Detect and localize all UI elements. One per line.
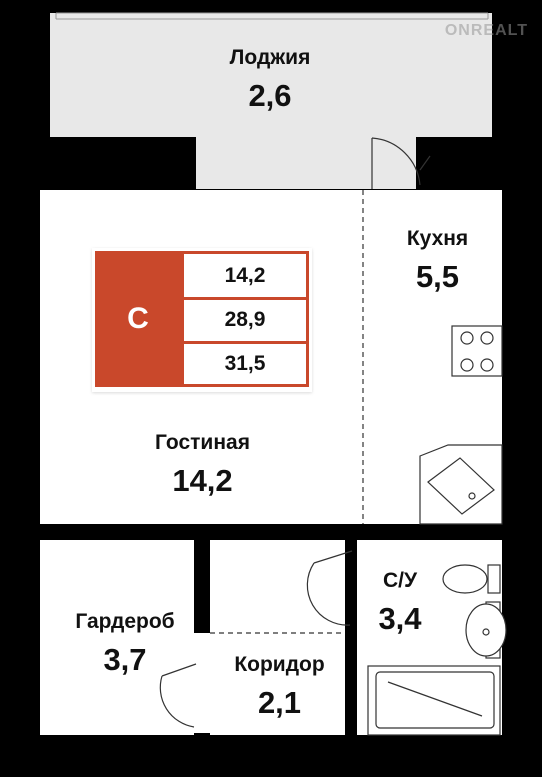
bathroom-door-icon bbox=[306, 550, 353, 626]
loggia-label: Лоджия 2,6 bbox=[170, 47, 370, 111]
corridor-link bbox=[194, 633, 214, 733]
bathroom-area: 3,4 bbox=[378, 601, 422, 636]
bathroom-name: С/У bbox=[382, 569, 418, 592]
living-area: 14,2 bbox=[172, 463, 233, 498]
bathroom-label: С/У 3,4 bbox=[360, 570, 440, 634]
balcony-door-icon bbox=[371, 137, 431, 189]
living-label: Гостиная 14,2 bbox=[100, 432, 305, 496]
loggia-name: Лоджия bbox=[229, 46, 311, 69]
kitchen-name: Кухня bbox=[406, 227, 469, 250]
wardrobe-name: Гардероб bbox=[75, 610, 175, 633]
stove-icon bbox=[451, 325, 503, 377]
living-area-value: 14,2 bbox=[224, 263, 266, 287]
living-name: Гостиная bbox=[155, 431, 250, 454]
washbasin-icon bbox=[465, 601, 507, 659]
area-table: 14,2 28,9 31,5 bbox=[181, 251, 309, 387]
kitchen-area: 5,5 bbox=[415, 259, 460, 294]
area-legend: С 14,2 28,9 31,5 bbox=[92, 248, 312, 392]
apartment-type-badge: С bbox=[95, 251, 181, 387]
kitchen-label: Кухня 5,5 bbox=[370, 228, 505, 292]
corridor-name: Коридор bbox=[234, 653, 325, 676]
wardrobe-floor bbox=[40, 540, 194, 735]
corridor-area: 2,1 bbox=[257, 685, 302, 720]
balcony-step bbox=[196, 137, 416, 189]
toilet-icon bbox=[442, 564, 501, 594]
total-with-loggia-value: 31,5 bbox=[184, 340, 306, 384]
sink-icon bbox=[419, 444, 503, 525]
wardrobe-area: 3,7 bbox=[103, 642, 147, 677]
loggia-floor bbox=[50, 13, 492, 137]
bathtub-icon bbox=[367, 665, 501, 736]
corridor-label: Коридор 2,1 bbox=[212, 654, 347, 718]
wardrobe-label: Гардероб 3,7 bbox=[50, 611, 200, 675]
total-area-value: 28,9 bbox=[184, 297, 306, 340]
wardrobe-door-icon bbox=[159, 663, 197, 728]
loggia-area: 2,6 bbox=[248, 78, 292, 113]
watermark-logo: ONREALT bbox=[444, 22, 528, 39]
corridor-floor bbox=[210, 540, 345, 735]
